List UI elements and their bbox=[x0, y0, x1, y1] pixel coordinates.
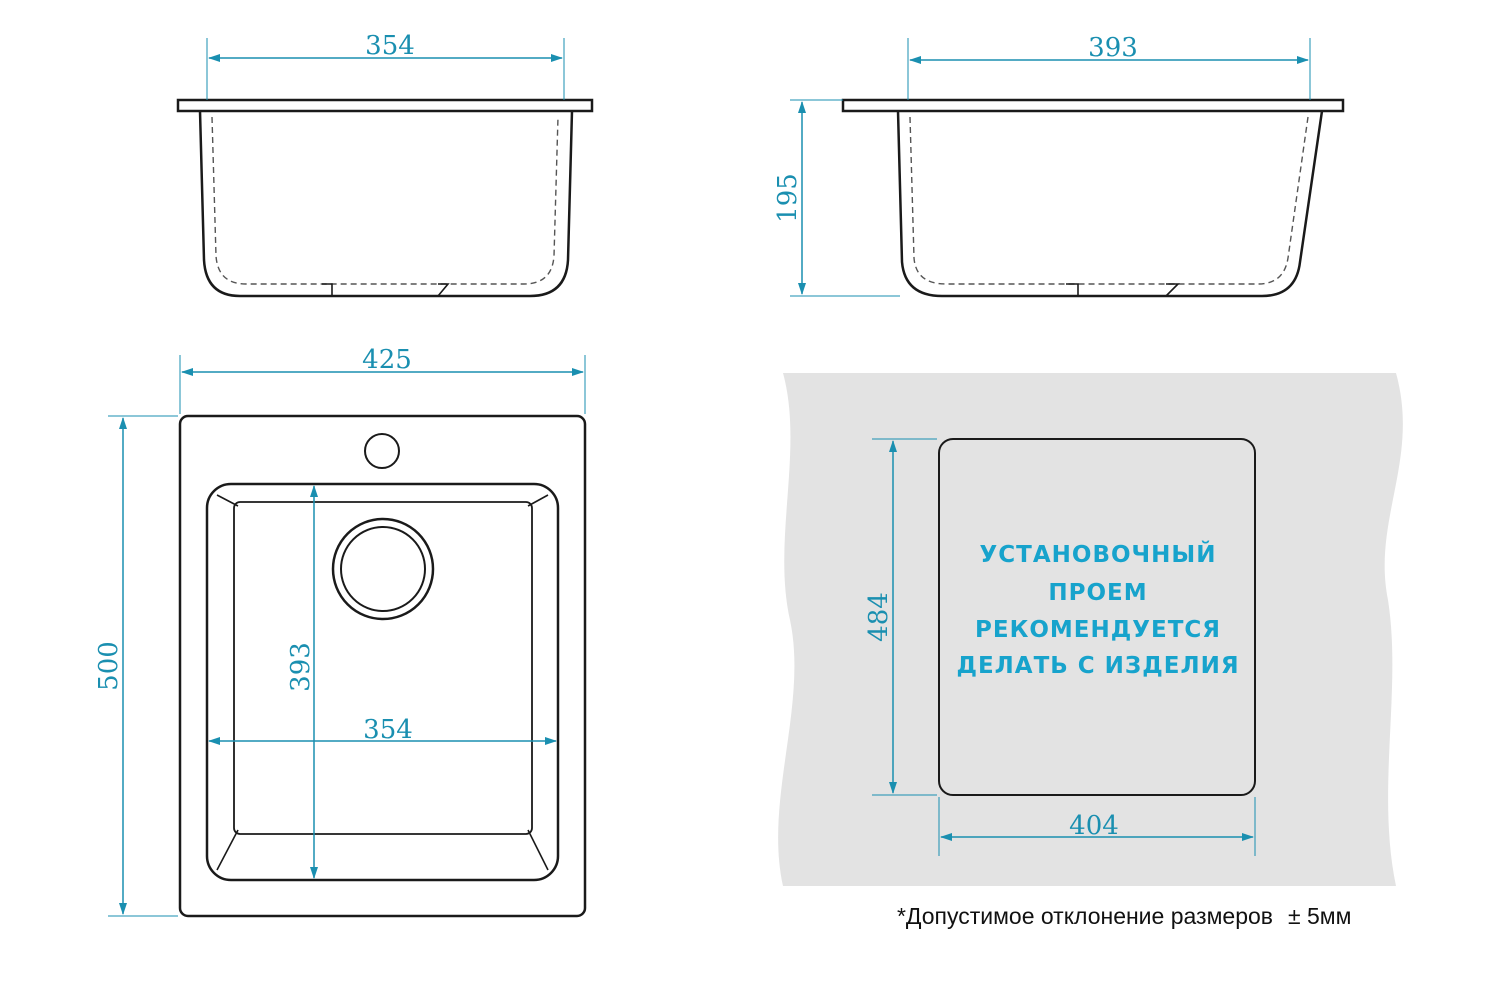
top-view-outer-edge bbox=[178, 414, 587, 918]
cutout-note-line-2: ПРОЕМ bbox=[1048, 580, 1147, 606]
dimension-side-width: 393 bbox=[1088, 33, 1138, 63]
side-view: 393 195 bbox=[773, 33, 1345, 298]
cutout-note-line-4: ДЕЛАТЬ С ИЗДЕЛИЯ bbox=[956, 653, 1239, 679]
faucet-hole-icon bbox=[364, 433, 400, 469]
cutout-view: 484 404 УСТАНОВОЧНЫЙ ПРОЕМ РЕКОМЕНДУЕТСЯ… bbox=[778, 373, 1403, 886]
top-view-bowl-corners bbox=[216, 494, 549, 871]
tolerance-footnote: *Допустимое отклонение размеров ± 5мм bbox=[897, 903, 1352, 929]
drain-inner-icon bbox=[340, 526, 426, 612]
top-view: 425 500 393 354 bbox=[94, 345, 587, 918]
front-view: 354 bbox=[176, 31, 594, 298]
footnote-text: *Допустимое отклонение размеров bbox=[897, 903, 1273, 929]
drain-outer-icon bbox=[331, 517, 435, 621]
side-view-bowl bbox=[896, 110, 1324, 298]
front-view-bowl bbox=[198, 110, 574, 298]
footnote-tolerance: ± 5мм bbox=[1288, 903, 1351, 929]
dimension-cutout-width: 404 bbox=[1069, 811, 1119, 841]
side-view-rim bbox=[841, 98, 1345, 113]
dimension-top-width: 425 bbox=[362, 345, 412, 375]
side-view-drain-notches bbox=[1066, 283, 1180, 297]
dimension-top-height: 500 bbox=[94, 641, 124, 691]
cutout-note-line-1: УСТАНОВОЧНЫЙ bbox=[980, 540, 1217, 568]
side-view-inner-wall bbox=[909, 116, 1309, 285]
front-view-rim bbox=[176, 98, 594, 113]
cutout-opening bbox=[938, 438, 1256, 796]
top-view-bowl-rim bbox=[205, 482, 560, 882]
top-view-bowl-bottom bbox=[233, 501, 533, 835]
dimension-front-width: 354 bbox=[365, 31, 415, 61]
dimension-cutout-height: 484 bbox=[864, 592, 894, 642]
cutout-note-line-3: РЕКОМЕНДУЕТСЯ bbox=[975, 617, 1221, 643]
dimension-side-height: 195 bbox=[773, 173, 803, 223]
dimension-bowl-width: 354 bbox=[363, 715, 413, 745]
countertop-section bbox=[778, 373, 1403, 886]
front-view-inner-wall bbox=[211, 116, 559, 285]
dimension-bowl-depth: 393 bbox=[286, 642, 316, 692]
front-view-drain-notches bbox=[322, 283, 450, 297]
